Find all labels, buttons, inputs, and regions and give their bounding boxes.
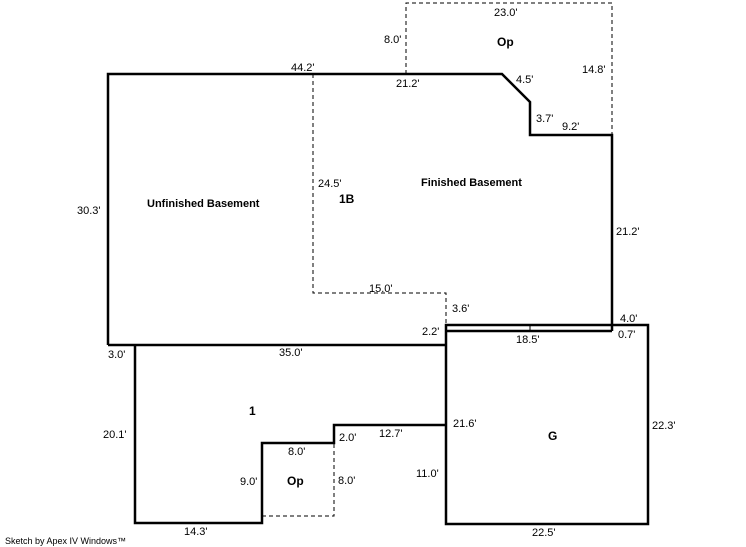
dimension-label: 12.7' — [379, 428, 403, 440]
dimension-label: 3.6' — [452, 303, 470, 315]
dimension-label: 14.3' — [184, 526, 208, 538]
room-label-1b: 1B — [339, 192, 355, 206]
dimension-label: 22.3' — [652, 420, 676, 432]
dimension-label: 11.0' — [416, 468, 439, 480]
dimension-label: 22.5' — [532, 527, 556, 539]
room-label-1: 1 — [249, 404, 256, 418]
porch-top-outline — [405, 2, 613, 135]
dimension-label: 9.2' — [562, 121, 580, 133]
dimension-label: 2.0' — [339, 432, 357, 444]
dimension-label: 21.2' — [616, 226, 640, 238]
dimension-label: 2.2' — [422, 326, 440, 338]
room-label-unfinished: Unfinished Basement — [147, 198, 260, 210]
dimension-label: 8.0' — [384, 34, 402, 46]
dimension-label: 4.5' — [516, 74, 534, 86]
dimension-label: 0.7' — [618, 329, 636, 341]
dimension-label: 21.2' — [396, 78, 420, 90]
garage-outline — [444, 323, 650, 526]
basement-outline — [106, 72, 614, 345]
dimension-label: 20.1' — [103, 429, 127, 441]
dimension-label: 24.5' — [318, 178, 342, 190]
porch-bottom-outline — [262, 443, 335, 517]
room-label-garage: G — [548, 429, 558, 443]
level-1-outline — [133, 345, 446, 525]
room-label-porch-top: Op — [497, 35, 514, 49]
dimension-label: 14.8' — [582, 64, 606, 76]
credit-text: Sketch by Apex IV Windows™ — [5, 536, 127, 546]
dimension-label: 30.3' — [77, 205, 101, 217]
dimension-label: 18.5' — [516, 334, 540, 346]
dimension-label: 8.0' — [338, 475, 356, 487]
dimension-label: 15.0' — [369, 283, 393, 295]
room-label-porch-bottom: Op — [287, 474, 304, 488]
dimension-label: 9.0' — [240, 476, 258, 488]
dimension-label: 3.7' — [536, 113, 554, 125]
finished-basement-outline — [312, 74, 447, 325]
dashed-lines — [262, 2, 613, 517]
room-label-finished: Finished Basement — [421, 177, 522, 189]
dimension-label: 35.0' — [279, 347, 303, 359]
dimension-label: 8.0' — [288, 446, 306, 458]
dimension-label: 4.0' — [620, 313, 638, 325]
dimension-label: 3.0' — [108, 349, 126, 361]
dimension-label: 21.6' — [453, 418, 477, 430]
solid-walls — [106, 72, 650, 526]
dimension-label: 23.0' — [494, 7, 518, 19]
dimension-label: 44.2' — [291, 62, 315, 74]
